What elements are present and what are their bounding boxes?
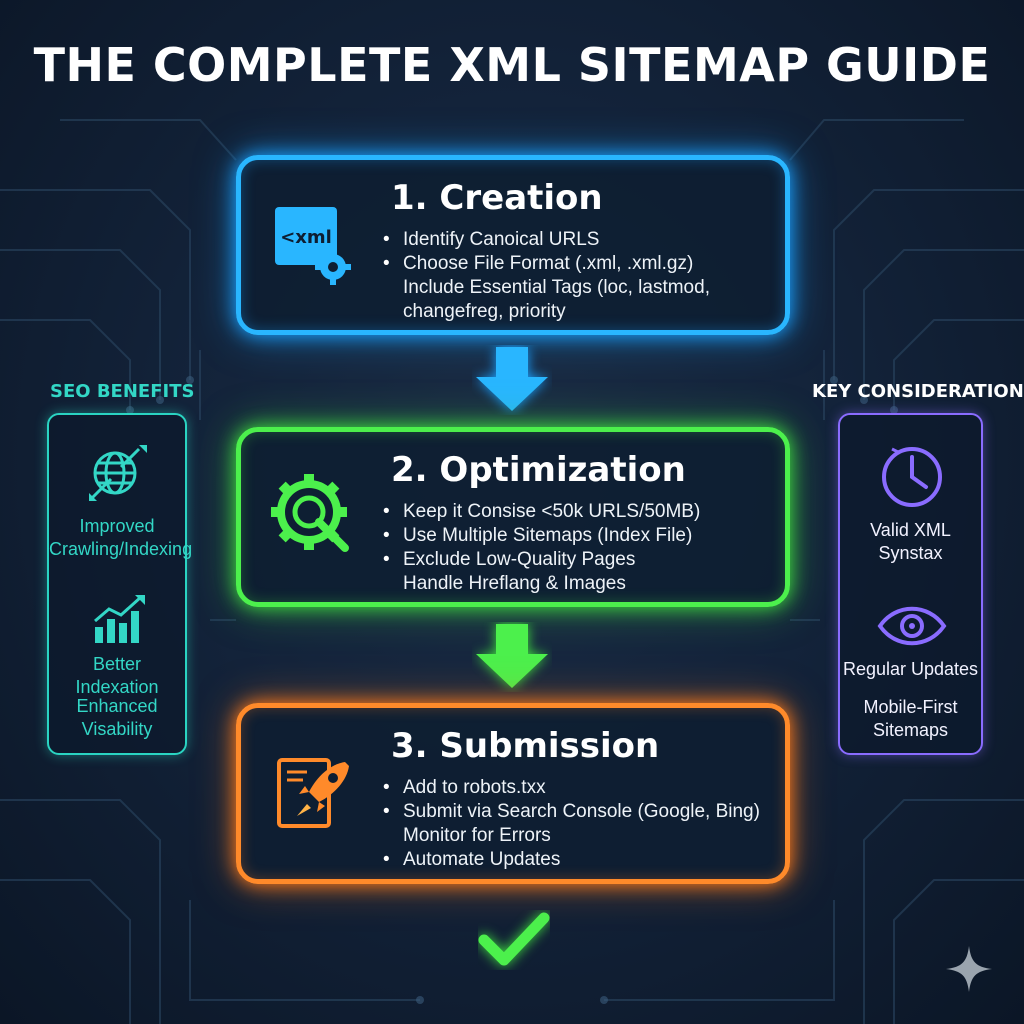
rocket-document-icon [277,758,349,828]
list-item: Automate Updates [381,848,760,872]
consideration-label: Synstax [878,543,943,563]
globe-arrows-icon [89,445,147,501]
list-item: Add to robots.txx [381,776,760,800]
list-item: changefreg, priority [403,301,566,322]
bar-chart-icon [94,595,145,643]
step-creation-card: <xml 1. Creation Identify Canoical URLS … [236,155,790,335]
seo-benefit-label: Enhanced [76,696,158,716]
key-considerations-heading: KEY CONSIDERATIONS [812,381,1024,402]
seo-benefit-label: Better Indexation [75,654,159,697]
consideration-label: Valid XML [870,520,951,540]
list-item: Monitor for Errors [403,825,551,846]
seo-benefits-panel: Improved Crawling/Indexing Better Indexa… [47,413,193,755]
seo-benefits-heading: SEO BENEFITS [50,381,195,402]
arrow-down-icon [476,347,548,411]
xml-icon-text: <xml [280,227,332,248]
list-item: Exclude Low-Quality Pages [381,548,700,572]
step-title: 2. Optimization [391,450,686,490]
xml-gear-icon: <xml [275,207,351,285]
page-title: THE COMPLETE XML SITEMAP GUIDE [33,38,991,92]
list-item: Handle Hreflang & Images [403,573,626,594]
list-item: Use Multiple Sitemaps (Index File) [381,524,700,548]
checkmark-icon [478,912,550,966]
list-item: Choose File Format (.xml, .xml.gz) [381,252,710,276]
step-items: Keep it Consise <50k URLS/50MB) Use Mult… [381,500,700,596]
seo-benefit-label: Crawling/Indexing [49,539,193,559]
list-item: Include Essential Tags (loc, lastmod, [403,277,710,298]
clock-icon [882,447,942,507]
consideration-label: Mobile-First [863,697,958,717]
seo-benefit-label: Visability [81,719,153,739]
seo-benefit-label: Improved [79,516,155,536]
step-items: Identify Canoical URLS Choose File Forma… [381,228,710,324]
step-title: 1. Creation [391,178,603,218]
step-items: Add to robots.txx Submit via Search Cons… [381,776,760,872]
arrow-down-icon [476,624,548,688]
step-title: 3. Submission [391,726,660,766]
list-item: Keep it Consise <50k URLS/50MB) [381,500,700,524]
step-submission-card: 3. Submission Add to robots.txx Submit v… [236,703,790,884]
sparkle-icon [946,946,992,992]
key-considerations-panel: Valid XML Synstax Regular Updates Mobile… [838,413,983,755]
magnifier-gear-icon [271,474,349,552]
step-optimization-card: 2. Optimization Keep it Consise <50k URL… [236,427,790,607]
list-item: Identify Canoical URLS [381,228,710,252]
consideration-label: Regular Updates [842,659,979,679]
eye-icon [877,606,947,646]
list-item: Submit via Search Console (Google, Bing) [381,800,760,824]
consideration-label: Sitemaps [872,720,949,740]
